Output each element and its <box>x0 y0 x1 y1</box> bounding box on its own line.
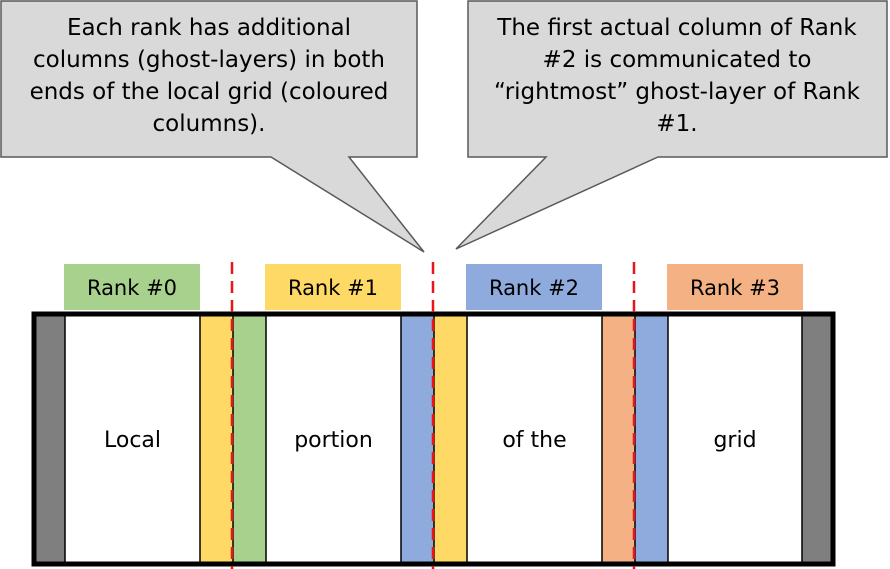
left-callout-line: ends of the local grid (coloured <box>29 79 389 105</box>
rank-2-label: Rank #2 <box>488 276 580 300</box>
rank-2-ghost-right <box>602 314 635 564</box>
rank-0-label: Rank #0 <box>86 276 178 300</box>
right-callout-line: “rightmost” ghost-layer of Rank <box>494 79 860 105</box>
left-callout-line: columns (ghost-layers) in both <box>33 47 385 73</box>
rank-1-ghost-right <box>401 314 434 564</box>
left-callout-line: Each rank has additional <box>66 15 352 41</box>
grid-word-portion: portion <box>294 428 373 453</box>
right-callout-text: The first actual column of Rank #2 is co… <box>472 12 882 140</box>
boundary-column-left <box>34 314 65 564</box>
boundary-column-right <box>802 314 833 564</box>
grid-border <box>31 311 836 567</box>
grid-word-of-the: of the <box>502 428 567 453</box>
left-callout-bubble <box>0 0 425 253</box>
right-callout-bubble <box>455 0 888 250</box>
right-callout-line: #1. <box>656 111 698 137</box>
rank-2-ghost-left <box>434 314 467 564</box>
rank-0-label-box <box>64 264 200 310</box>
left-callout-line: columns). <box>152 111 266 137</box>
rank-1-label-box <box>265 264 401 310</box>
right-callout-line: The first actual column of Rank <box>497 15 857 41</box>
right-callout-line: #2 is communicated to <box>542 47 812 73</box>
rank-1-label: Rank #1 <box>287 276 379 300</box>
rank-3-label: Rank #3 <box>689 276 781 300</box>
grid-word-grid: grid <box>713 428 757 453</box>
rank-3-label-box <box>667 264 803 310</box>
rank-0-ghost-right <box>200 314 233 564</box>
rank-dividers <box>230 262 636 569</box>
rank-3-ghost-left <box>635 314 668 564</box>
rank-2-label-box <box>466 264 602 310</box>
left-callout-text: Each rank has additional columns (ghost-… <box>8 12 410 140</box>
rank-1-ghost-left <box>233 314 266 564</box>
grid-word-local: Local <box>103 428 162 453</box>
